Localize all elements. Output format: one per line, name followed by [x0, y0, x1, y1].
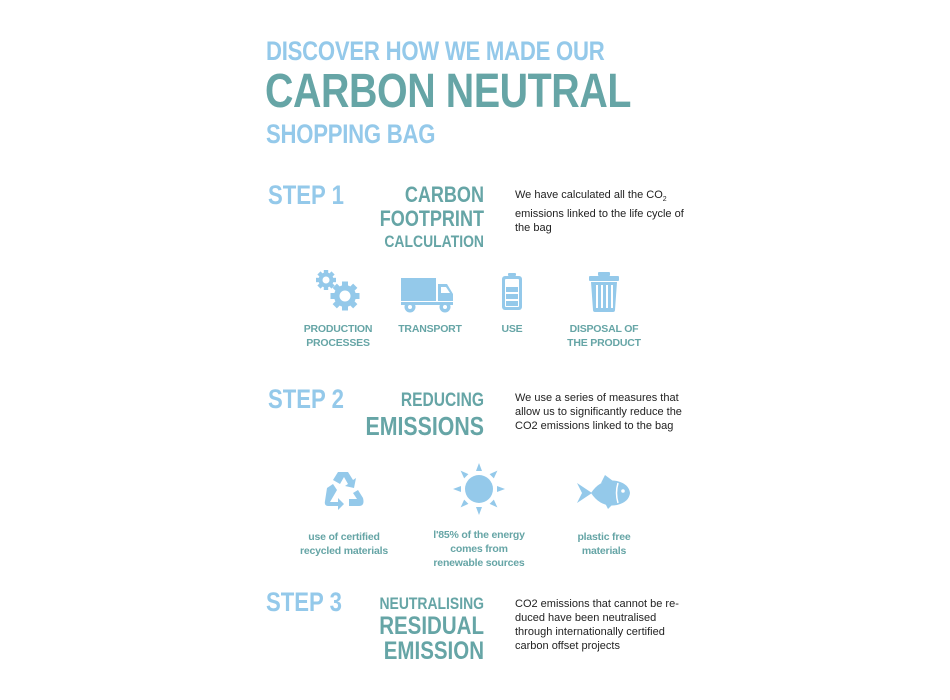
header: DISCOVER HOW WE MADE OUR [266, 36, 679, 66]
step-3-title: NEUTRALISING RESIDUAL EMISSION [284, 594, 484, 664]
step-2-title-line-2: EMISSIONS [365, 411, 484, 441]
header-line-3: SHOPPING BAG [266, 119, 436, 149]
icon-item-production: PRODUCTION PROCESSES [296, 268, 380, 350]
step-2-description: We use a series of measures that allow u… [515, 392, 682, 432]
gears-icon [312, 268, 364, 314]
step-2-label: STEP 2 [268, 384, 344, 414]
step-3-title-line-2: RESIDUAL [379, 612, 484, 640]
sun-icon [453, 462, 505, 516]
header-line-1: DISCOVER HOW WE MADE OUR [266, 36, 605, 66]
step-1-title-line-3: CALCULATION [384, 232, 484, 251]
step-1-title-line-2: FOOTPRINT [379, 206, 484, 231]
step-3-description: CO2 emissions that cannot be re-duced ha… [515, 598, 679, 652]
icon-item-use: USE [492, 268, 532, 336]
recycle-icon [322, 466, 366, 512]
step-1-title-line-1: CARBON [404, 182, 484, 207]
step-1-description: We have calculated all the CO2 emissions… [515, 189, 684, 235]
icon-item-plastic-free: plastic free materials [564, 466, 644, 558]
icon-item-energy: l'85% of the energy comes from renewable… [424, 462, 534, 570]
step-1-label: STEP 1 [268, 180, 344, 210]
fish-icon [575, 466, 631, 512]
truck-icon [400, 268, 456, 314]
icon-item-transport: TRANSPORT [390, 268, 470, 336]
icon-item-disposal: DISPOSAL OF THE PRODUCT [562, 268, 646, 350]
trash-can-icon [586, 268, 622, 314]
step-3-label: STEP 3 [266, 587, 342, 617]
step-3-title-line-1: NEUTRALISING [379, 594, 484, 613]
step-1-title: CARBON FOOTPRINT CALCULATION [284, 183, 484, 253]
battery-icon [500, 268, 524, 314]
step-3-title-line-3: EMISSION [383, 637, 484, 665]
icon-item-recycled: use of certified recycled materials [296, 466, 392, 558]
step-2-title: REDUCING EMISSIONS [284, 390, 484, 440]
step-2-title-line-1: REDUCING [400, 390, 484, 411]
header-line-2: CARBON NEUTRAL [265, 65, 631, 118]
